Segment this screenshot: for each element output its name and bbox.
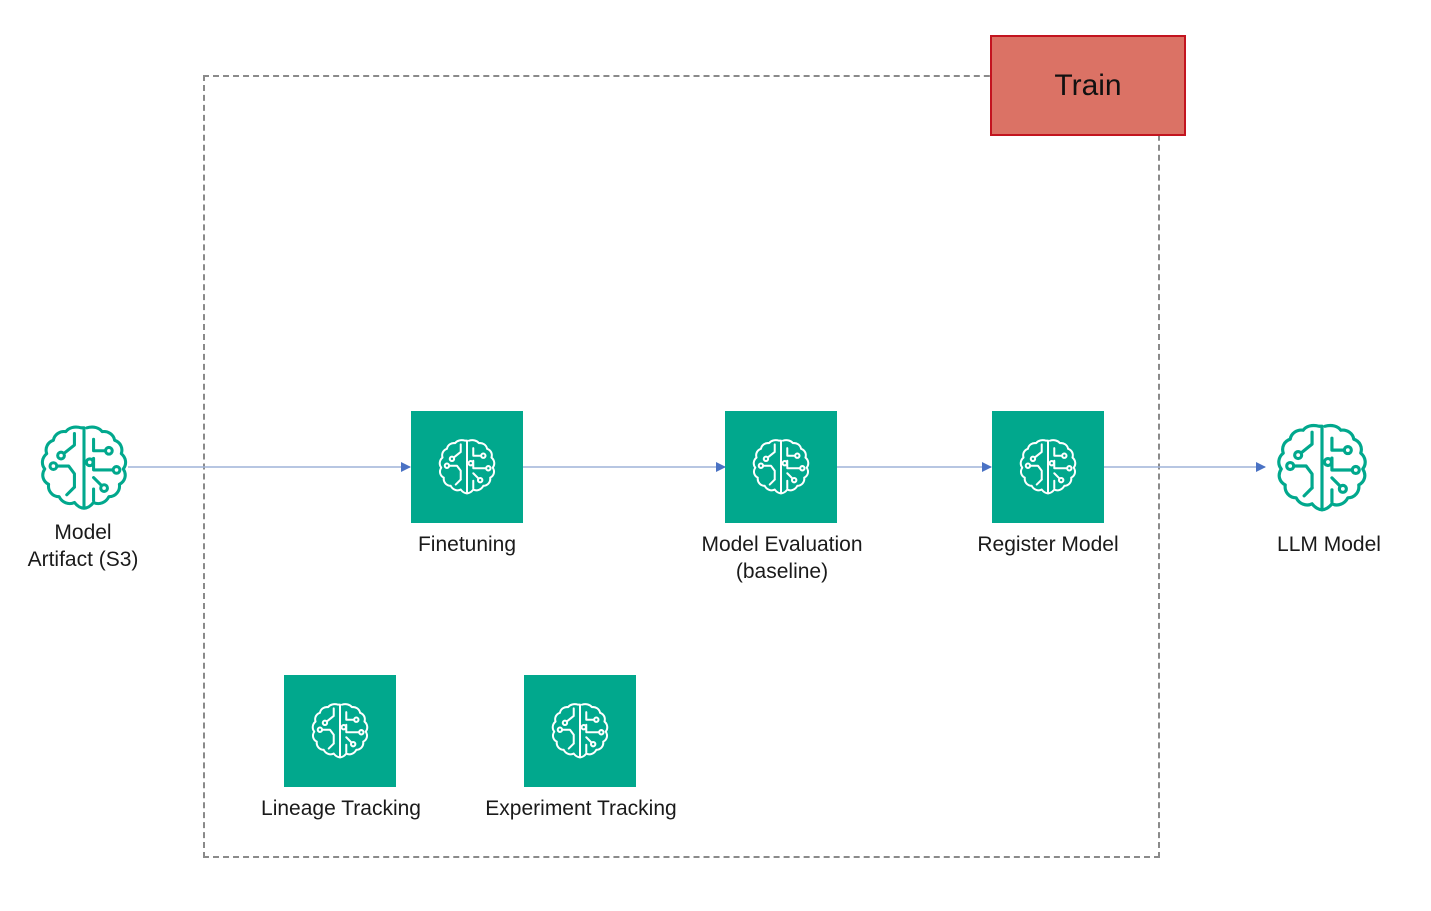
node-label-line: Model Evaluation xyxy=(701,533,863,556)
node-label-line: Artifact (S3) xyxy=(27,548,139,571)
node-label-lineage: Lineage Tracking xyxy=(261,797,421,820)
node-label-experiment: Experiment Tracking xyxy=(485,797,677,820)
train-title-text: Train xyxy=(1054,68,1122,102)
brain-icon xyxy=(725,411,837,523)
node-label-line: (baseline) xyxy=(735,560,829,583)
node-label-finetuning: Finetuning xyxy=(417,533,517,556)
brain-icon xyxy=(32,416,136,520)
train-group-title: Train xyxy=(990,35,1186,136)
brain-icon xyxy=(284,675,396,787)
node-label-evaluation: Model Evaluation (baseline) xyxy=(701,531,862,585)
brain-icon xyxy=(992,411,1104,523)
node-label-register: Register Model xyxy=(977,533,1119,556)
node-label-source: Model Artifact (S3) xyxy=(28,519,139,573)
brain-icon xyxy=(524,675,636,787)
brain-icon xyxy=(411,411,523,523)
node-label-output: LLM Model xyxy=(1277,533,1381,556)
node-label-line: Model xyxy=(54,521,112,544)
brain-icon xyxy=(1268,414,1376,522)
